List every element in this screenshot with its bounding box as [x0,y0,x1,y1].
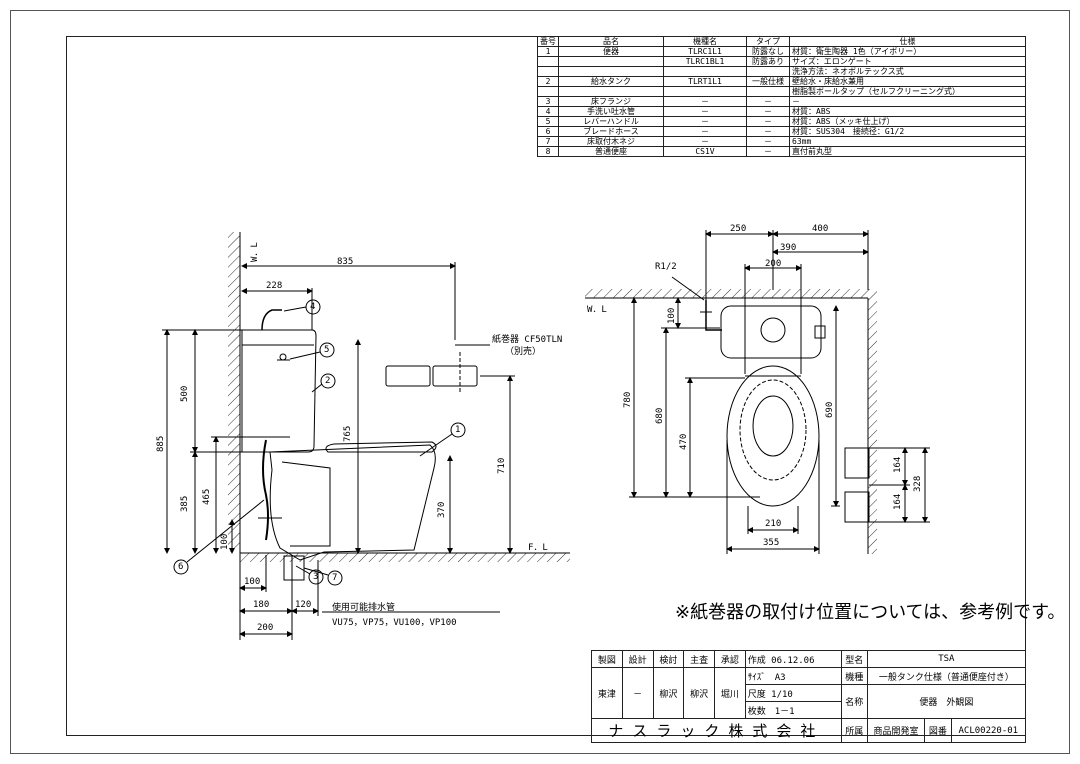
dim-200: 200 [257,623,274,633]
side-fl-label: F．L [528,543,548,553]
drawing-sheet-border [10,10,1070,754]
balloon-6-label: 6 [178,562,184,572]
plan-wall-hatch-top [585,289,877,298]
seat-outline [325,441,437,453]
dim-465: 465 [202,488,212,505]
paper-holder-note: （別売） [505,347,542,357]
tb-company: ナスラック株式会社 [591,718,842,743]
dim-328: 328 [913,475,923,492]
drain-title: 使用可能排水管 [332,603,396,613]
balloon-3 [308,569,324,585]
dim-690: 690 [825,401,835,418]
dim-164-top: 164 [893,456,903,473]
dim-370: 370 [437,501,447,518]
plan-paper-holder-bottom [844,491,870,523]
paper-holder-right [432,365,478,387]
paper-holder-position-note: ※紙巻器の取付け位置については、参考例です。 [675,602,1066,623]
tb-dept: 商品開発室 [866,718,926,743]
r12-label: R1/2 [655,262,677,272]
tb-dept-label: 所属 [840,718,868,743]
tb-header-shonin: 承認 [714,650,746,668]
tb-sheets: 枚数 1－1 [744,701,842,719]
balloon-5 [319,342,335,358]
plan-tank [720,305,822,359]
tb-header-kento: 検討 [652,650,685,668]
plan-view [585,230,930,554]
plan-bowl [726,365,820,507]
tank-outline [241,329,317,453]
dim-228: 228 [266,281,283,291]
dim-885: 885 [156,435,166,452]
tb-drawing-no: ACL00220-01 [950,718,1027,743]
dim-680: 680 [655,407,665,424]
balloon-4-label: 4 [310,302,316,312]
balloon-3-label: 3 [313,572,319,582]
plan-wl-label: W．L [587,305,607,315]
tb-model: TSA [866,650,1027,668]
tb-sign-sekkei: － [621,667,654,719]
tb-name-label: 名称 [840,684,868,719]
tb-header-shusa: 主査 [683,650,715,668]
dim-100-plan: 100 [667,307,677,324]
cell-spec: 直付前丸型 [789,146,1026,157]
side-view [162,232,570,640]
balloon-7-label: 7 [332,573,338,583]
balloon-7 [327,570,343,586]
dim-100: 100 [244,577,261,587]
balloon-6 [173,559,189,575]
dim-500: 500 [180,385,190,402]
dim-780: 780 [623,391,633,408]
title-block: 製図 設計 検討 主査 承認 作成 06.12.06 型名 TSA 東津 － 柳… [591,650,1027,743]
tb-scale: 尺度 1/10 [744,684,842,702]
balloon-2 [320,373,336,389]
side-wall-hatch [228,232,240,552]
plan-wall-hatch-right [868,298,877,554]
tb-created: 作成 06.12.06 [744,650,842,668]
dim-200: 200 [765,259,782,269]
dim-390: 390 [780,243,797,253]
tb-name: 便器 外観図 [866,684,1027,719]
dim-765: 765 [343,425,353,442]
tb-header-seizu: 製図 [591,650,623,668]
bowl-outline [269,444,436,561]
dim-180: 180 [253,600,270,610]
dim-835: 835 [337,257,354,267]
tb-sign-kento: 柳沢 [652,667,685,719]
side-floor-hatch [240,553,570,562]
dim-164-bottom: 164 [893,493,903,510]
dim-355: 355 [763,538,780,548]
dim-120: 120 [295,600,312,610]
tb-size: ｻｲｽﾞ A3 [744,667,842,685]
dim-385: 385 [180,495,190,512]
spout [261,309,282,331]
side-wl-label: W．L [250,242,260,262]
dim-210: 210 [765,519,782,529]
balloon-1-label: 1 [455,425,461,435]
drain-types: VU75，VP75，VU100，VP100 [332,618,457,628]
balloon-5-label: 5 [324,345,330,355]
tb-kind-label: 機種 [840,667,868,685]
tb-drawing-no-label: 図番 [924,718,952,743]
dim-710: 710 [497,457,507,474]
tb-header-sekkei: 設計 [621,650,654,668]
tb-sign-shusa: 柳沢 [683,667,715,719]
tb-sign-shonin: 堀川 [714,667,746,719]
paper-holder-label: 紙巻器 CF50TLN [492,335,563,345]
dim-250: 250 [730,224,747,234]
balloon-1 [450,422,466,438]
braided-hose [262,439,269,541]
tb-sign-seizu: 東津 [591,667,623,719]
plan-paper-holder-top [844,447,870,479]
dim-400: 400 [812,224,829,234]
dim-100-vertical: 100 [220,533,230,550]
balloon-2-label: 2 [325,376,331,386]
tb-model-label: 型名 [840,650,868,668]
dim-470: 470 [679,433,689,450]
tb-kind: 一般タンク仕様（普通便座付き） [866,667,1027,685]
paper-holder-left [385,365,431,387]
